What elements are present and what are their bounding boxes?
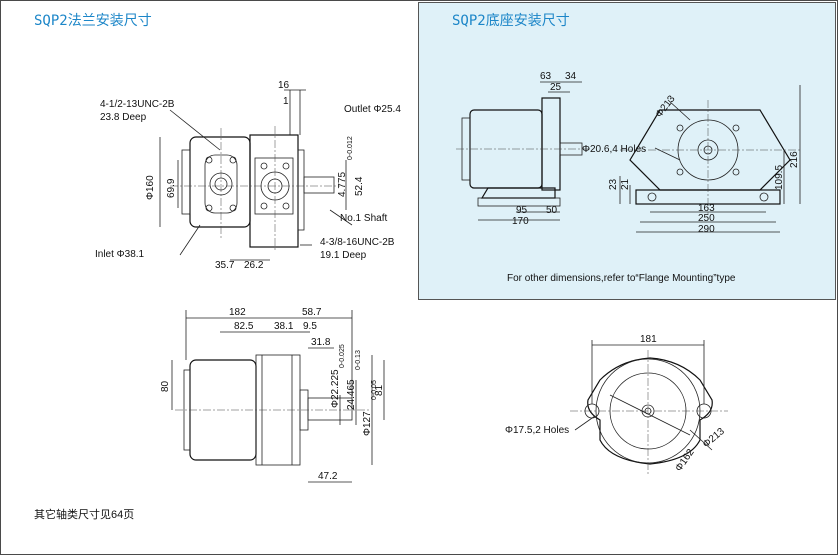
side-dim-472: 47.2	[318, 471, 338, 482]
flange-dim-524: 52.4	[354, 176, 365, 196]
foot-note: For other dimensions,refer to“Flange Mou…	[507, 273, 736, 284]
side-dim-182: 182	[229, 307, 246, 318]
flange-dim-357: 35.7	[215, 260, 235, 271]
flange-outlet-label: Outlet Φ25.4	[344, 104, 401, 115]
side-dim-81: 81	[374, 384, 385, 396]
front-holes-label: Φ17.5,2 Holes	[505, 425, 569, 436]
foot-dim-290: 290	[698, 224, 715, 235]
front-dim-213: Φ213	[701, 426, 727, 451]
footer-note: 其它轴类尺寸见64页	[34, 509, 135, 521]
flange-mount-drawing	[159, 89, 353, 261]
flange-dim-4775: 4.775	[337, 172, 348, 197]
flange-dim-4775-tolerance: 0-0.012	[347, 136, 354, 160]
side-dim-318: 31.8	[311, 337, 331, 348]
flange-dim-16: 16	[278, 80, 290, 91]
foot-holes-label: Φ20.6,4 Holes	[582, 144, 646, 155]
flange-dim-262: 26.2	[244, 260, 264, 271]
side-dim-24465: 24.465	[346, 379, 357, 410]
foot-dim-163: 163	[698, 203, 715, 214]
flange-thread-top-label: 4-1/2-13UNC-2B	[100, 99, 175, 110]
side-dim-22225-tolerance: 0-0.025	[339, 344, 346, 368]
foot-dim-250: 250	[698, 213, 715, 224]
flange-dim-160: Φ160	[145, 175, 156, 200]
foot-dim-63: 63	[540, 71, 552, 82]
foot-dim-21: 21	[620, 178, 631, 190]
side-dim-80: 80	[160, 380, 171, 392]
side-dim-95: 9.5	[303, 321, 317, 332]
flange-inlet-label: Inlet Φ38.1	[95, 249, 145, 260]
side-dim-22225: Φ22.225	[330, 369, 341, 408]
foot-mount-drawing	[456, 81, 801, 233]
flange-thread-bottom-label: 4-3/8-16UNC-2B	[320, 237, 395, 248]
front-dim-181: 181	[640, 334, 657, 345]
side-dim-24465-tolerance: 0-0.13	[355, 350, 362, 370]
foot-dim-213: Φ213	[654, 93, 678, 120]
foot-dim-25: 25	[550, 82, 562, 93]
foot-dim-34: 34	[565, 71, 577, 82]
foot-dim-216: 216	[789, 151, 800, 168]
foot-dim-50: 50	[546, 205, 558, 216]
side-dim-825: 82.5	[234, 321, 254, 332]
flange-mount-title: SQP2法兰安装尺寸	[34, 13, 152, 29]
flange-dim-699: 69.9	[166, 178, 177, 198]
side-dim-127: Φ127	[362, 411, 373, 436]
side-dim-127-tolerance: 0-0.05	[371, 380, 378, 400]
foot-dim-23: 23	[608, 178, 619, 190]
foot-dim-170: 170	[512, 216, 529, 227]
side-dim-587: 58.7	[302, 307, 322, 318]
side-view-drawing	[171, 310, 385, 483]
front-dim-162: Φ162	[673, 447, 696, 474]
flange-shaft-label: No.1 Shaft	[340, 213, 387, 224]
foot-mount-title: SQP2底座安装尺寸	[452, 13, 570, 29]
flange-thread-bottom-depth-label: 19.1 Deep	[320, 250, 367, 261]
flange-dim-1: 1	[283, 96, 289, 107]
foot-dim-95: 95	[516, 205, 528, 216]
front-view-drawing	[570, 340, 728, 475]
side-dim-381: 38.1	[274, 321, 294, 332]
flange-thread-top-depth-label: 23.8 Deep	[100, 112, 147, 123]
foot-dim-1095: 109.5	[774, 165, 785, 190]
foot-mount-panel	[418, 2, 836, 300]
